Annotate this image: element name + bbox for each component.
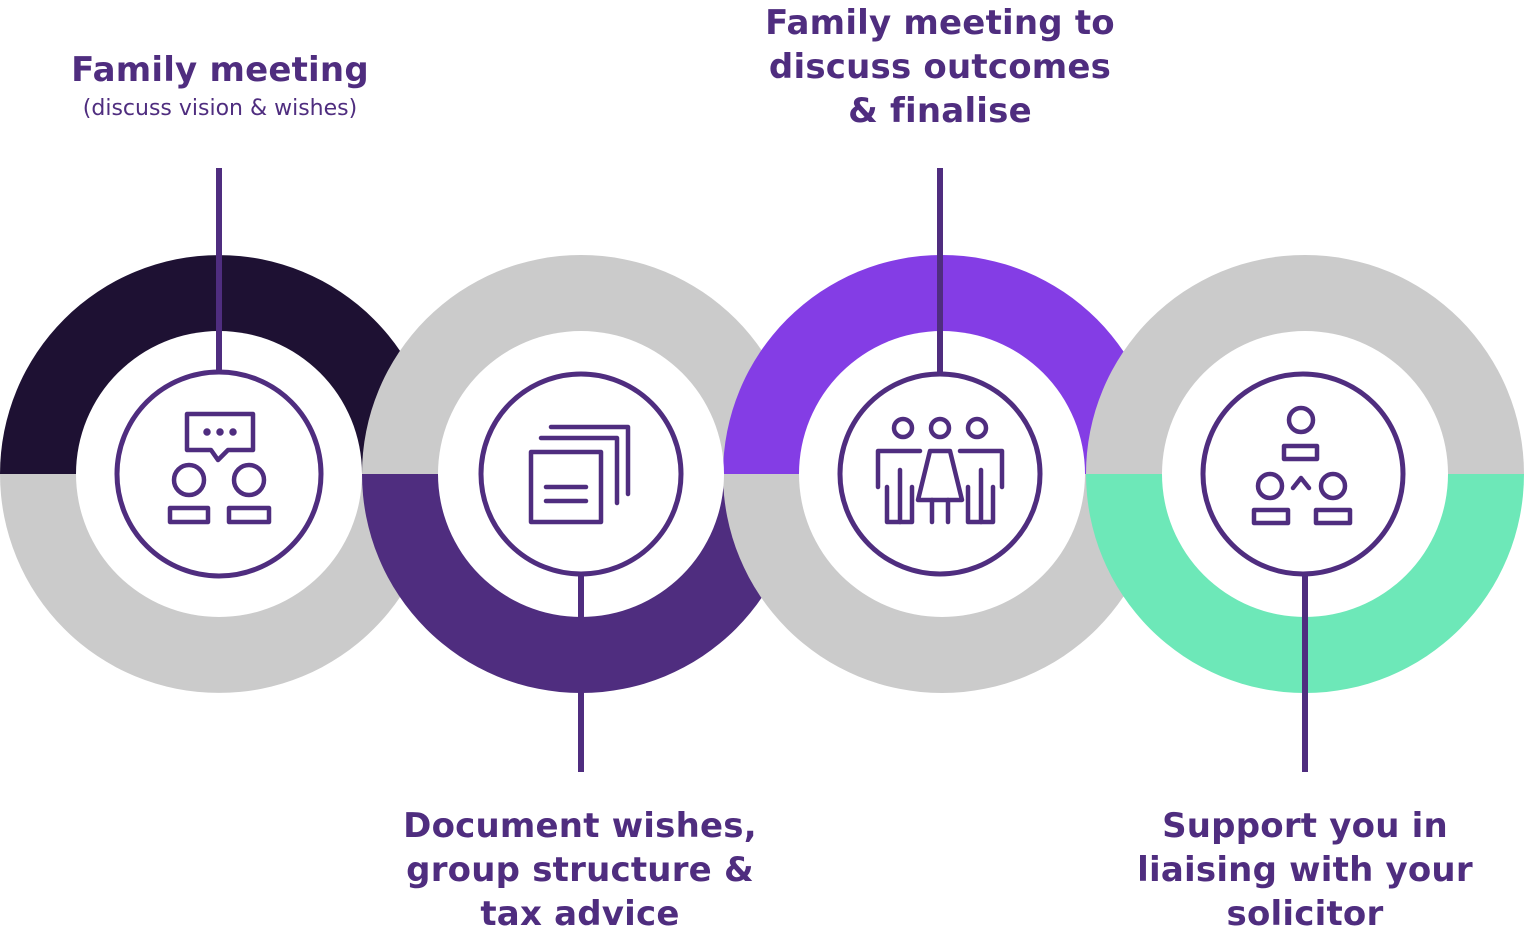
step-1-subtitle: (discuss vision & wishes)	[82, 96, 358, 121]
step-2-label: Document wishes, group structure & tax a…	[345, 804, 815, 936]
step-4-title-line-2: liaising with your	[1137, 850, 1473, 890]
family-group-icon	[875, 416, 1005, 525]
step-4-title-line-3: solicitor	[1226, 894, 1384, 934]
step-3-title-line-3: & finalise	[848, 91, 1032, 131]
step-1-label: Family meeting (discuss vision & wishes)	[20, 48, 420, 124]
step-3-title-line-1: Family meeting to	[765, 3, 1115, 43]
step-3-label: Family meeting to discuss outcomes & fin…	[700, 1, 1180, 133]
step-2-title-line-3: tax advice	[480, 894, 680, 934]
step-4-label: Support you in liaising with your solici…	[1070, 804, 1524, 936]
step-3-title-line-2: discuss outcomes	[768, 47, 1112, 87]
documents-icon	[528, 424, 631, 525]
step-2-title-line-1: Document wishes,	[403, 806, 757, 846]
step-1-title-line-1: Family meeting	[71, 50, 369, 90]
hierarchy-icon	[1251, 405, 1353, 526]
family-meeting-icon	[167, 411, 272, 525]
step-4-title-line-1: Support you in	[1162, 806, 1448, 846]
step-2-title-line-2: group structure &	[406, 850, 754, 890]
